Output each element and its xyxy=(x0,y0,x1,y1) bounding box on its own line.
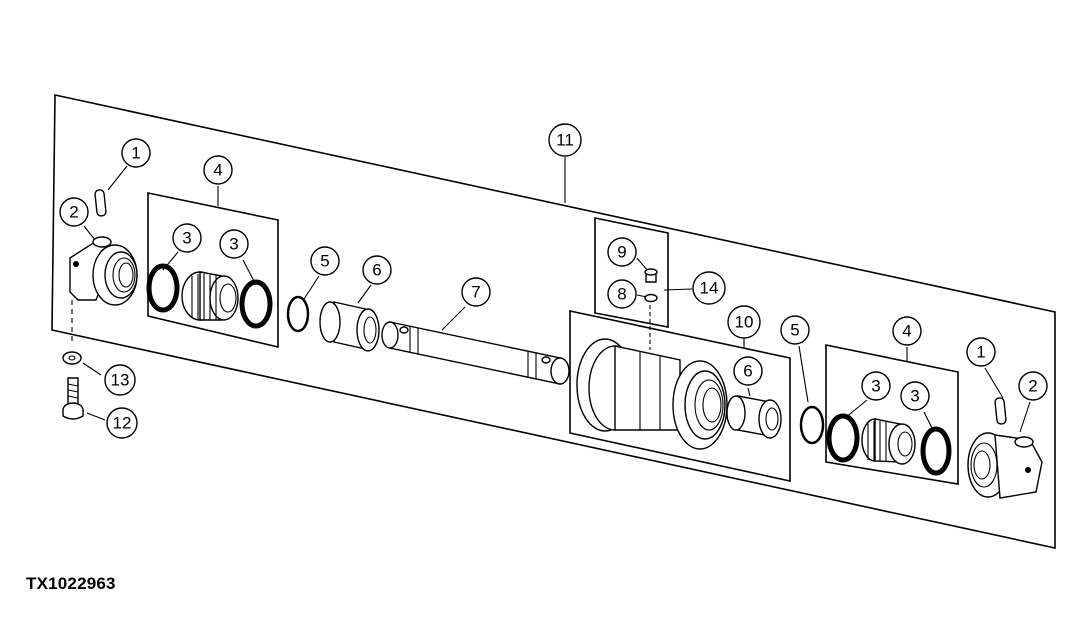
leader-3d xyxy=(923,411,933,429)
leader-6-right xyxy=(747,387,751,397)
leader-1-right xyxy=(984,367,1004,399)
callout-2-left: 2 xyxy=(59,197,89,227)
o-ring-left-part xyxy=(286,295,310,333)
leader-7 xyxy=(441,306,466,331)
svg-text:8: 8 xyxy=(617,285,626,304)
callout-12: 12 xyxy=(106,407,138,439)
bushing-right-part xyxy=(726,395,782,439)
svg-text:6: 6 xyxy=(372,261,381,280)
callout-3-left-b: 3 xyxy=(219,229,249,259)
leader-14 xyxy=(663,288,693,291)
svg-text:10: 10 xyxy=(735,313,754,332)
leader-12 xyxy=(86,412,106,421)
figure-id-label: TX1022963 xyxy=(26,574,116,593)
seal-body-right-part xyxy=(861,418,916,465)
svg-text:1: 1 xyxy=(976,343,985,362)
svg-text:3: 3 xyxy=(182,229,191,248)
svg-text:1: 1 xyxy=(131,144,140,163)
callout-5-right: 5 xyxy=(780,315,810,345)
callout-4-right: 4 xyxy=(892,316,922,346)
leader-5-left xyxy=(303,275,320,300)
callout-2-right: 2 xyxy=(1018,371,1048,401)
svg-text:6: 6 xyxy=(743,362,752,381)
pin-right-part xyxy=(994,397,1007,425)
svg-text:3: 3 xyxy=(229,235,238,254)
callout-3-right-b: 3 xyxy=(900,381,930,411)
callout-6-right: 6 xyxy=(733,356,763,386)
seal-ring-left-b-part xyxy=(239,279,273,329)
bolt-part xyxy=(62,377,84,420)
svg-text:2: 2 xyxy=(1028,377,1037,396)
svg-text:3: 3 xyxy=(871,377,880,396)
track-roller-part xyxy=(576,338,728,450)
callout-6-left: 6 xyxy=(362,255,392,285)
callout-11: 11 xyxy=(548,123,582,157)
svg-text:12: 12 xyxy=(113,414,132,433)
o-ring-right-part xyxy=(799,405,825,445)
collar-left-part xyxy=(69,236,138,306)
seal-group-box-left xyxy=(147,192,279,349)
callout-1-right: 1 xyxy=(966,337,996,367)
bushing-left-part xyxy=(319,301,380,352)
seal-group-box-right xyxy=(825,344,959,485)
leader-13 xyxy=(82,362,102,376)
seal-ring-left-a-part xyxy=(146,263,180,313)
svg-text:5: 5 xyxy=(790,321,799,340)
small-o-ring-part xyxy=(644,293,658,303)
svg-text:9: 9 xyxy=(617,243,626,262)
seal-ring-right-b-part xyxy=(920,426,952,476)
svg-text:2: 2 xyxy=(69,203,78,222)
svg-text:4: 4 xyxy=(902,322,911,341)
leader-9 xyxy=(636,257,649,272)
svg-text:13: 13 xyxy=(111,371,130,390)
roller-group-box xyxy=(569,310,791,482)
svg-text:11: 11 xyxy=(556,131,574,150)
svg-text:14: 14 xyxy=(700,279,719,298)
callout-10: 10 xyxy=(727,305,761,339)
callout-7: 7 xyxy=(461,277,491,307)
callout-3-right-a: 3 xyxy=(861,371,891,401)
shaft-part xyxy=(381,321,570,385)
callout-8: 8 xyxy=(607,279,637,309)
seal-body-left-part xyxy=(181,271,239,321)
leader-1-left xyxy=(107,165,128,191)
plug-part xyxy=(644,268,658,283)
leader-6-left xyxy=(357,284,372,304)
svg-text:7: 7 xyxy=(471,283,480,302)
callout-1-left: 1 xyxy=(121,138,151,168)
plug-group-box xyxy=(594,217,669,328)
callout-13: 13 xyxy=(104,364,136,396)
callout-9: 9 xyxy=(607,237,637,267)
callout-14: 14 xyxy=(692,271,726,305)
leader-5-right xyxy=(798,345,809,403)
leader-2-left xyxy=(83,225,96,241)
svg-text:3: 3 xyxy=(910,387,919,406)
callout-3-left-a: 3 xyxy=(172,223,202,253)
collar-right-part xyxy=(967,432,1043,499)
svg-text:5: 5 xyxy=(320,252,329,271)
seal-ring-right-a-part xyxy=(826,413,860,463)
callout-4-left: 4 xyxy=(203,155,233,185)
washer-part xyxy=(62,351,82,365)
svg-text:4: 4 xyxy=(213,161,222,180)
assembly-panel-outline xyxy=(51,94,1056,549)
callout-5-left: 5 xyxy=(310,246,340,276)
pin-left-part xyxy=(94,189,107,217)
leader-2-right xyxy=(1019,401,1031,433)
